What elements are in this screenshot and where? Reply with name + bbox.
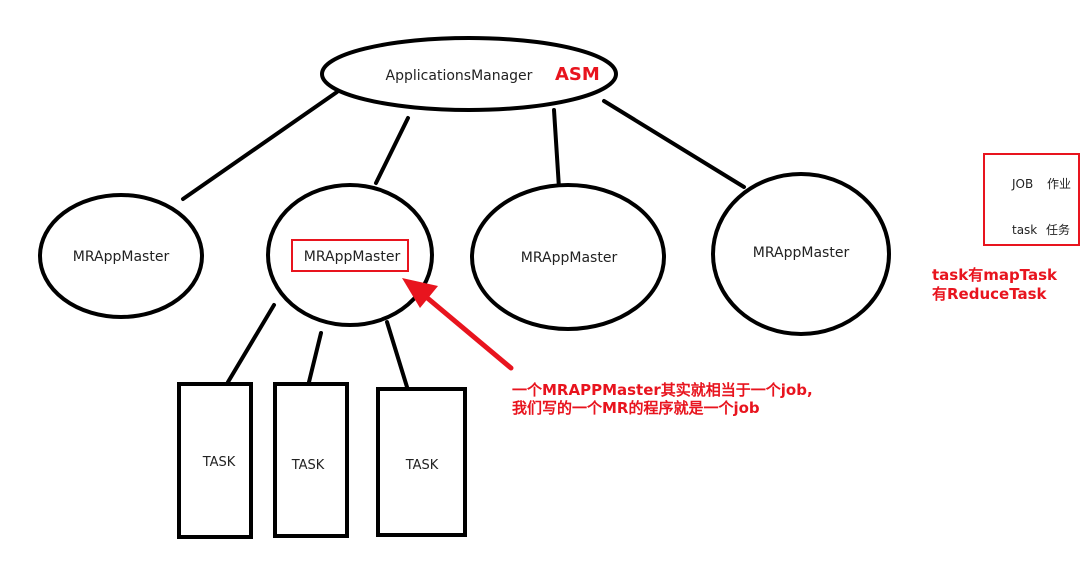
- task-node-2: TASK: [273, 382, 349, 538]
- legend-meaning-task: 任务: [1046, 222, 1070, 237]
- edge-mrappmaster-task-1: [226, 303, 276, 384]
- arrow-annotation-line-1: 一个MRAPPMaster其实就相当于一个job,: [512, 381, 813, 399]
- mrappmaster-ellipse: [470, 183, 666, 331]
- mrappmaster-label: MRAppMaster: [73, 249, 170, 265]
- edge-mrappmaster-task-3: [385, 320, 409, 389]
- legend-border: [983, 153, 1080, 246]
- mrappmaster-node-3: MRAppMaster: [470, 183, 666, 331]
- applications-manager-ellipse: [320, 36, 618, 112]
- mrappmaster-highlight-box: [291, 239, 409, 272]
- mrappmaster-label: MRAppMaster: [304, 249, 401, 265]
- mrappmaster-ellipse: [266, 183, 434, 327]
- task-types-line-2: 有ReduceTask: [932, 285, 1048, 303]
- edge-asm-mrappmaster-4: [602, 99, 746, 189]
- edge-asm-mrappmaster-1: [181, 90, 339, 201]
- applications-manager-label: ApplicationsManager: [386, 68, 533, 84]
- mrappmaster-ellipse: [711, 172, 891, 336]
- asm-tag: ASM: [555, 64, 600, 85]
- task-connectors: [226, 303, 409, 389]
- task-label: TASK: [291, 458, 325, 473]
- task-node-1: TASK: [177, 382, 253, 539]
- task-label: TASK: [405, 458, 439, 473]
- arrow-head: [402, 278, 438, 308]
- task-label: TASK: [202, 455, 236, 470]
- arrow-shaft: [422, 293, 514, 371]
- edge-asm-mrappmaster-2: [374, 116, 410, 185]
- task-node-3: TASK: [376, 387, 467, 537]
- applications-manager-node: ApplicationsManager ASM: [320, 36, 618, 112]
- mrappmaster-ellipse: [38, 193, 204, 319]
- edge-mrappmaster-task-2: [307, 331, 323, 384]
- mrappmaster-node-4: MRAppMaster: [711, 172, 891, 336]
- task-box: [177, 382, 253, 539]
- mrappmaster-label: MRAppMaster: [753, 245, 850, 261]
- edge-asm-mrappmaster-3: [552, 108, 561, 190]
- mrappmaster-label: MRAppMaster: [521, 250, 618, 266]
- task-box: [273, 382, 349, 538]
- legend-box: JOB 作业 task 任务: [983, 153, 1080, 246]
- arrow-annotation-line-2: 我们写的一个MR的程序就是一个job: [512, 399, 760, 417]
- legend-term-task: task: [1012, 223, 1037, 237]
- mrappmaster-node-2: MRAppMaster: [266, 183, 434, 327]
- root-connectors: [181, 90, 746, 201]
- task-types-line-1: task有mapTask: [932, 266, 1058, 284]
- mrappmaster-node-1: MRAppMaster: [38, 193, 204, 319]
- task-box: [376, 387, 467, 537]
- legend-meaning-job: 作业: [1047, 177, 1071, 191]
- annotation-arrow: [402, 278, 514, 371]
- legend-term-job: JOB: [1011, 177, 1033, 191]
